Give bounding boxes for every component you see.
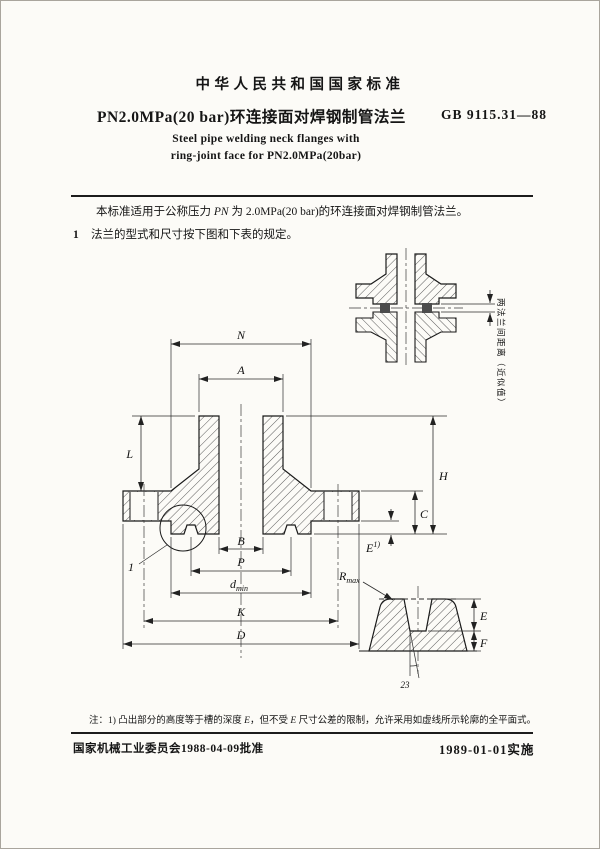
dim-label-D: D: [236, 628, 246, 642]
clause-1: 1 法兰的型式和尺寸按下图和下表的规定。: [73, 227, 543, 244]
standard-header: 中华人民共和国国家标准: [195, 77, 405, 93]
divider-top: [71, 195, 533, 198]
footer-approval: 国家机械工业委员会1988-04-09批准: [73, 743, 264, 755]
bolt-hole-right: [323, 484, 353, 628]
dimension-C: C: [361, 490, 429, 534]
dimension-L: L: [125, 415, 195, 491]
scope-text-2: 为 2.0MPa(20 bar)的环连接面对焊钢制管法兰。: [228, 206, 469, 218]
dimension-D: D: [122, 524, 360, 649]
dim-label-groove-F: F: [479, 636, 488, 650]
flange-technical-drawing: 1 N A L: [122, 248, 506, 690]
footnote: 注：1) 凸出部分的高度等于槽的深度 E，但不受 E 尺寸公差的限制，允许采用如…: [89, 712, 539, 726]
dim-label-E1: E1): [365, 540, 380, 555]
note-symbol-E2: E: [290, 716, 297, 726]
dim-label-N: N: [236, 328, 246, 342]
detail-ref-label: 1: [128, 560, 134, 574]
scope-text-1: 本标准适用于公称压力: [96, 206, 214, 218]
dim-label-H: H: [438, 469, 449, 483]
footer-implementation-date: 1989-01-01实施: [439, 743, 535, 757]
ring-gasket-right: [422, 303, 432, 313]
upper-flange-right: [414, 253, 457, 305]
dimension-N: N: [170, 328, 312, 488]
clause-1-number: 1: [73, 229, 79, 241]
dim-label-A: A: [236, 363, 245, 377]
title-english-line2: ring-joint face for PN2.0MPa(20bar): [170, 150, 362, 162]
dim-label-B: B: [237, 534, 245, 548]
ring-groove-detail: Rmax E F 23: [338, 569, 488, 690]
dimension-flange-gap: 两法兰间距离（近似值）: [441, 290, 506, 408]
lower-flange-left: [355, 311, 398, 363]
dim-label-C: C: [420, 507, 429, 521]
dimension-groove-F: F: [469, 631, 488, 652]
main-flange-section: 1 N A L: [122, 328, 449, 658]
dim-label-Rmax: Rmax: [338, 569, 360, 585]
flange-pair-assembly: 两法兰间距离（近似值）: [349, 248, 506, 408]
dimension-B: B: [218, 534, 264, 554]
upper-flange-left: [355, 253, 398, 305]
groove-angle-label: 23: [401, 680, 411, 690]
dimension-Rmax: Rmax: [338, 569, 394, 601]
dimension-P: P: [190, 537, 292, 576]
dimension-K: K: [144, 605, 338, 624]
note-text-2: ，但不受: [249, 716, 291, 726]
detail-callout: 1: [128, 504, 207, 574]
bolt-hole-left: [129, 484, 159, 628]
dim-label-dmin: dmin: [230, 577, 248, 593]
dimension-A: A: [198, 363, 284, 412]
document-title: PN2.0MPa(20 bar)环连接面对焊钢制管法兰: [97, 109, 406, 126]
groove-profile: [368, 598, 468, 652]
dim-label-L: L: [125, 447, 133, 461]
dim-label-groove-E: E: [479, 609, 488, 623]
dimension-groove-angle: 23: [401, 630, 420, 690]
note-symbol-E1: E: [244, 716, 250, 726]
dim-label-K: K: [236, 605, 246, 619]
flange-gap-note-vertical: 两法兰间距离（近似值）: [496, 298, 506, 408]
title-english-line1: Steel pipe welding neck flanges with: [172, 133, 360, 145]
dimension-H: H: [286, 415, 449, 535]
note-text-1: 注：1) 凸出部分的高度等于槽的深度: [89, 716, 245, 726]
divider-bottom: [71, 732, 533, 735]
note-text-3: 尺寸公差的限制，允许采用如虚线所示轮廓的全平面式。: [296, 716, 537, 726]
clause-1-text: 法兰的型式和尺寸按下图和下表的规定。: [91, 229, 298, 241]
scope-paragraph: 本标准适用于公称压力 PN 为 2.0MPa(20 bar)的环连接面对焊钢制管…: [73, 204, 543, 221]
dim-label-P: P: [236, 555, 245, 569]
scope-pn-symbol: PN: [213, 206, 229, 218]
dimension-dmin: dmin: [170, 537, 312, 598]
standard-code: GB 9115.31—88: [441, 107, 548, 122]
dimension-E1: E1): [361, 509, 399, 555]
ring-gasket-left: [380, 303, 390, 313]
lower-flange-right: [414, 311, 457, 363]
